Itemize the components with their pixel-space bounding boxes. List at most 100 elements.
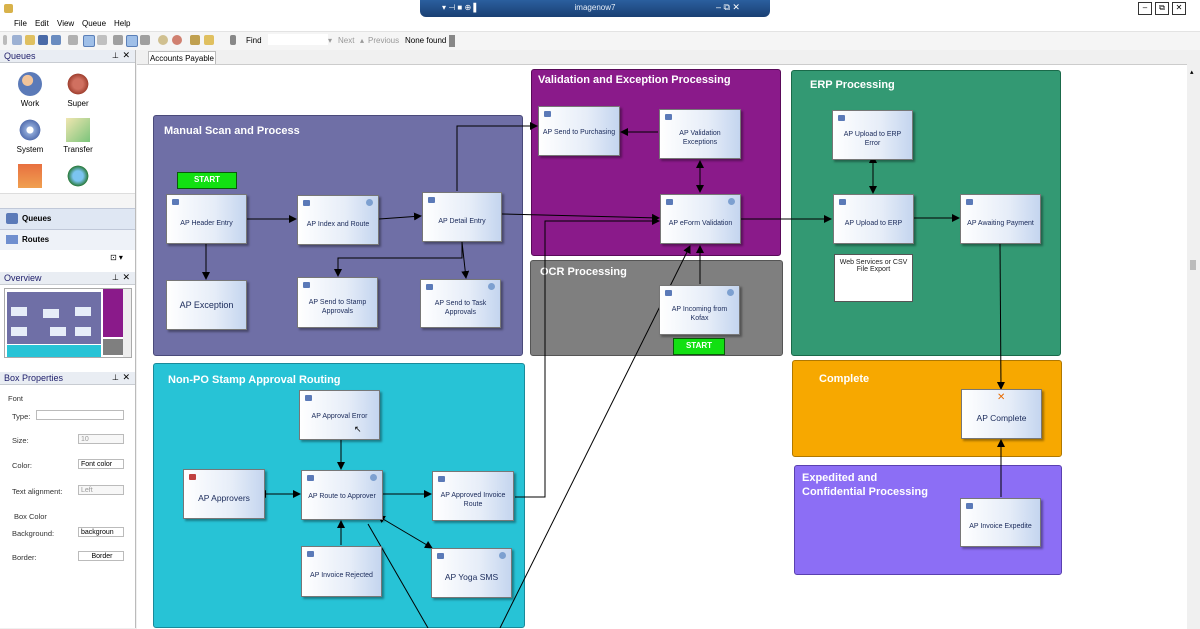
region-complete[interactable]: Complete [792, 360, 1062, 457]
menu-help[interactable]: Help [114, 19, 131, 28]
next-button[interactable]: Next [338, 36, 355, 45]
previous-arrow-icon[interactable]: ▴ [360, 36, 365, 45]
queue-box-eform-validation[interactable]: AP eForm Validation [660, 194, 741, 244]
font-type-select[interactable] [36, 410, 124, 420]
export-icon[interactable] [204, 35, 214, 45]
queue-work-label[interactable]: Work [20, 99, 40, 108]
font-size-select[interactable]: 10 [78, 434, 124, 444]
globe-queue-icon[interactable] [66, 164, 90, 188]
queue-transfer-label[interactable]: Transfer [63, 145, 93, 154]
queue-box-upload-erp-error[interactable]: AP Upload to ERP Error [832, 110, 913, 160]
queue-box-label: AP Invoice Rejected [310, 572, 373, 579]
connector-icon[interactable] [68, 35, 78, 45]
align-icon[interactable] [126, 35, 138, 47]
queue-box-detail-entry[interactable]: AP Detail Entry [422, 192, 502, 242]
scroll-up-arrow-icon[interactable]: ▴ [1190, 69, 1194, 76]
pin-icon[interactable]: ⊥ [112, 273, 119, 282]
overview-nonpo-region [7, 345, 101, 357]
queue-box-send-purchasing[interactable]: AP Send to Purchasing [538, 106, 620, 156]
start-marker-ocr[interactable]: START [673, 338, 725, 355]
queue-box-approved-invoice-route[interactable]: AP Approved Invoice Route [432, 471, 514, 521]
toolbar-dropdown-icon[interactable] [230, 35, 236, 45]
report-queue-icon[interactable] [18, 164, 42, 188]
script-icon [727, 289, 734, 296]
pin-icon[interactable]: ⊥ [112, 373, 119, 382]
note-web-services[interactable]: Web Services or CSV File Export [834, 254, 913, 302]
rotate-icon[interactable] [97, 35, 107, 45]
overview-scrollbar[interactable] [123, 289, 131, 357]
background-color-button[interactable]: backgroun [78, 527, 124, 537]
vertical-scrollbar[interactable]: ▴ [1187, 64, 1200, 628]
toolbar-overflow-icon[interactable] [449, 35, 455, 47]
queue-box-upload-erp[interactable]: AP Upload to ERP [833, 194, 914, 244]
queue-box-label: AP Index and Route [306, 220, 370, 228]
queue-icon [307, 551, 314, 557]
queue-box-index-route[interactable]: AP Index and Route [297, 195, 379, 245]
close-icon[interactable]: ✕ [122, 372, 130, 382]
queue-box-label: AP Awaiting Payment [967, 219, 1034, 227]
queue-box-route-approver[interactable]: AP Route to Approver [301, 470, 383, 520]
queue-box-incoming-kofax[interactable]: AP Incoming from Kofax [659, 285, 740, 335]
tab-accounts-payable[interactable]: Accounts Payable [148, 51, 216, 65]
restore-button[interactable]: ⧉ [1155, 2, 1169, 15]
queue-box-validation-exceptions[interactable]: AP Validation Exceptions [659, 109, 741, 159]
region-ocr[interactable]: OCR Processing [530, 260, 783, 356]
find-input[interactable] [268, 34, 328, 45]
panel-options-icon[interactable]: ⊡ ▾ [110, 253, 123, 262]
nav-queues[interactable]: Queues [0, 208, 135, 229]
menu-file[interactable]: File [14, 19, 27, 28]
queue-super-label[interactable]: Super [67, 99, 89, 108]
system-queue-icon[interactable] [18, 118, 42, 142]
panel-splitter[interactable] [0, 193, 135, 208]
pin-icon[interactable]: ⊥ [112, 51, 119, 60]
minimize-button[interactable]: – [1138, 2, 1152, 15]
previous-button[interactable]: Previous [368, 36, 400, 45]
queue-box-approval-error[interactable]: AP Approval Error↖ [299, 390, 380, 440]
print-icon[interactable] [51, 35, 61, 45]
title-window-controls[interactable]: – ⧉ ✕ [716, 2, 740, 12]
text-alignment-select[interactable]: Left [78, 485, 124, 495]
super-queue-icon[interactable] [66, 72, 90, 96]
menu-view[interactable]: View [57, 19, 75, 28]
type-label: Type: [12, 412, 31, 421]
menu-edit[interactable]: Edit [35, 19, 49, 28]
distribute-icon[interactable] [140, 35, 150, 45]
queues-panel-title: Queues [4, 51, 36, 61]
scroll-thumb[interactable] [1190, 260, 1196, 270]
queue-box-ap-complete[interactable]: ✕AP Complete [961, 389, 1042, 439]
nav-routes-label: Routes [22, 235, 50, 244]
zoom-in-icon[interactable] [158, 35, 168, 45]
queue-box-awaiting-payment[interactable]: AP Awaiting Payment [960, 194, 1041, 244]
region-ocr-title: OCR Processing [540, 266, 627, 278]
border-color-button[interactable]: Border [78, 551, 124, 561]
queue-box-invoice-rejected[interactable]: AP Invoice Rejected [301, 546, 382, 597]
queue-box-send-task[interactable]: AP Send to Task Approvals [420, 279, 501, 328]
queue-box-label: AP eForm Validation [668, 219, 733, 227]
close-icon[interactable]: ✕ [122, 50, 130, 60]
layout-icon[interactable] [113, 35, 123, 45]
start-marker-manual[interactable]: START [177, 172, 237, 189]
import-icon[interactable] [190, 35, 200, 45]
queue-box-label: AP Validation Exceptions [679, 130, 721, 146]
overview-thumbnail[interactable] [4, 288, 132, 358]
queue-box-header-entry[interactable]: AP Header Entry [166, 194, 247, 244]
queue-box-invoice-expedite[interactable]: AP Invoice Expedite [960, 498, 1041, 547]
new-icon[interactable] [12, 35, 22, 45]
close-icon[interactable]: ✕ [122, 272, 130, 282]
menu-queue[interactable]: Queue [82, 19, 107, 28]
queue-box-yoga-sms[interactable]: AP Yoga SMS [431, 548, 512, 598]
pointer-icon[interactable] [83, 35, 95, 47]
queue-system-label[interactable]: System [16, 145, 44, 154]
queue-box-approvers[interactable]: AP Approvers [183, 469, 265, 519]
queue-box-send-stamp[interactable]: AP Send to Stamp Approvals [297, 277, 378, 328]
open-icon[interactable] [25, 35, 35, 45]
transfer-queue-icon[interactable] [66, 118, 90, 142]
next-arrow-icon[interactable]: ▾ [328, 36, 333, 45]
zoom-out-icon[interactable] [172, 35, 182, 45]
nav-routes[interactable]: Routes [0, 229, 135, 250]
work-queue-icon[interactable] [18, 72, 42, 96]
close-button[interactable]: ✕ [1172, 2, 1186, 15]
queue-box-exception[interactable]: AP Exception [166, 280, 247, 330]
font-color-button[interactable]: Font color [78, 459, 124, 469]
save-icon[interactable] [38, 35, 48, 45]
